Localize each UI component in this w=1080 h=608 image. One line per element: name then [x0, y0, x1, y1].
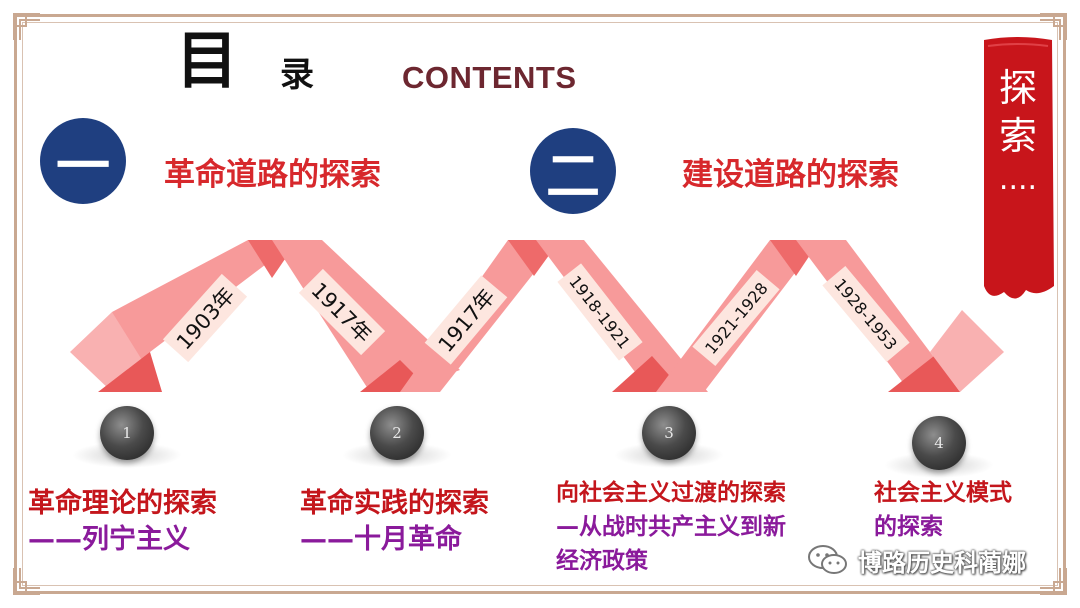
ribbon-shade-7 — [888, 356, 960, 392]
section-1-numeral: 一 — [40, 118, 126, 204]
corner-ornament-top-left — [13, 13, 40, 40]
milestone-ball-1[interactable]: 1 — [100, 406, 154, 460]
title-mu: 目 — [176, 24, 239, 97]
caption-4-line-1: 社会主义模式 — [874, 480, 1012, 506]
banner-char-2: 索 — [998, 114, 1037, 158]
milestone-caption-1: 革命理论的探索 ——列宁主义 — [28, 486, 217, 558]
milestone-ball-3[interactable]: 3 — [642, 406, 696, 460]
slide-frame-inner — [22, 22, 1058, 586]
milestone-ball-4[interactable]: 4 — [912, 416, 966, 470]
caption-1-line-1: 革命理论的探索 — [28, 488, 217, 519]
section-1-title[interactable]: 革命道路的探索 — [164, 157, 381, 193]
caption-3-line-2: —从战时共产主义到新 — [556, 514, 786, 540]
banner-dots: .... — [998, 162, 1038, 197]
ribbon-shade-1 — [98, 352, 162, 392]
corner-ornament-bottom-right — [1040, 568, 1067, 595]
banner-char-1: 探 — [998, 66, 1037, 110]
title-lu: 录 — [280, 55, 314, 95]
corner-ornament-top-right — [1040, 13, 1067, 40]
milestone-caption-4: 社会主义模式 的探索 — [874, 476, 1012, 544]
banner-text: 探 索 .... — [978, 64, 1058, 200]
watermark-text: 博路历史科蔺娜 — [858, 548, 1026, 577]
caption-2-line-2: ——十月革命 — [300, 524, 462, 555]
slide-frame-outer — [14, 14, 1066, 594]
wechat-icon — [808, 545, 847, 574]
corner-ornament-bottom-left — [13, 568, 40, 595]
ribbon-right-fold — [930, 310, 1004, 392]
milestone-ball-2[interactable]: 2 — [370, 406, 424, 460]
caption-1-line-2: ——列宁主义 — [28, 524, 190, 555]
caption-2-line-1: 革命实践的探索 — [300, 488, 489, 519]
caption-3-line-1: 向社会主义过渡的探索 — [556, 480, 786, 506]
milestone-caption-2: 革命实践的探索 ——十月革命 — [300, 486, 489, 558]
section-2-title[interactable]: 建设道路的探索 — [682, 157, 899, 193]
caption-3-line-3: 经济政策 — [556, 548, 648, 574]
section-2-numeral: 二 — [530, 128, 616, 214]
title-contents: CONTENTS — [402, 60, 577, 95]
caption-4-line-2: 的探索 — [874, 514, 943, 540]
milestone-caption-3: 向社会主义过渡的探索 —从战时共产主义到新 经济政策 — [556, 476, 786, 578]
watermark: 博路历史科蔺娜 — [806, 540, 1026, 580]
explore-banner — [984, 37, 1054, 299]
